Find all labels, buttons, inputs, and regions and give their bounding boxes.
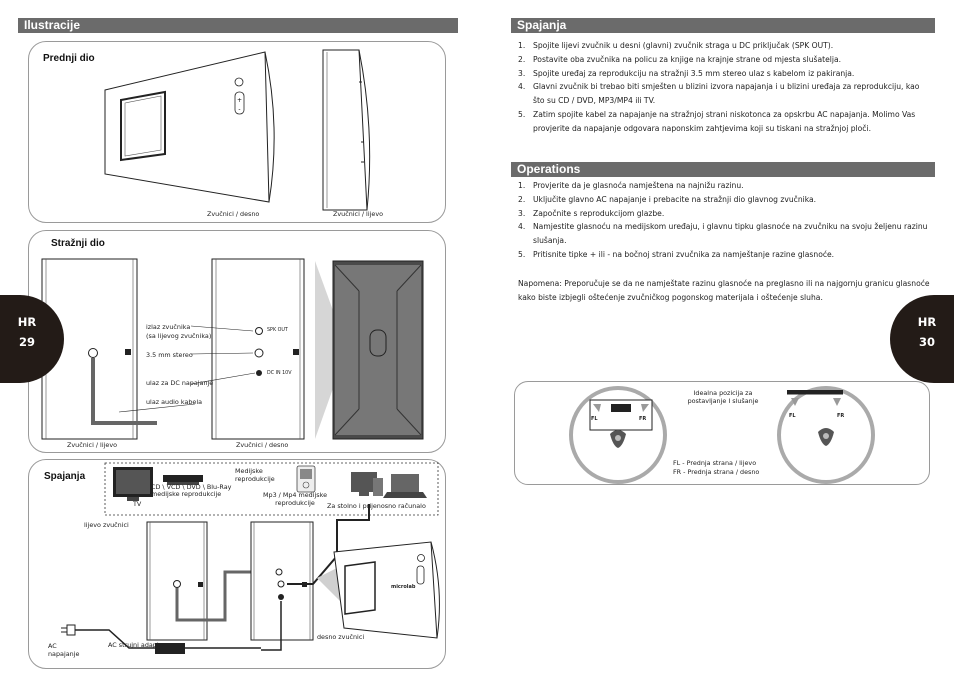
step-text: Postavite oba zvučnika na policu za knji…: [533, 54, 842, 64]
stereo-input-label: 3.5 mm stereo: [146, 351, 193, 359]
operations-header: Operations: [511, 162, 935, 177]
operations-steps-list: 1. Provjerite da je glasnoća namještena n…: [518, 179, 930, 262]
fl-marker-right: FL: [789, 413, 796, 419]
connect-header: Spajanja: [511, 18, 935, 33]
step-item: 2. Postavite oba zvučnika na policu za kn…: [518, 53, 930, 67]
left-speaker-label: lijevo zvučnici: [84, 521, 129, 529]
brand-logo: microlab: [391, 584, 416, 590]
front-view-panel: Prednji dio + - Zvučnici / desno Zvučnic…: [28, 41, 446, 223]
front-view-title: Prednji dio: [43, 53, 95, 64]
illustrations-header: Ilustracije: [18, 18, 458, 33]
connection-panel: Spajanja: [28, 459, 446, 669]
back-speakers-illustration: [41, 258, 424, 440]
step-text: Glavni zvučnik bi trebao biti smješten u…: [533, 82, 920, 106]
back-right-label: Zvučnici / desno: [236, 441, 289, 449]
legend-fl: FL - Prednja strana / lijevo: [673, 459, 757, 467]
legend-fr: FR - Prednja strana / desno: [673, 468, 760, 476]
step-item: 4. Namjestite glasnoću na medijskom uređa…: [518, 220, 930, 248]
step-item: 2. Uključite glavno AC napajanje i prebac…: [518, 193, 930, 207]
step-number: 1.: [518, 41, 526, 50]
step-text: Uključite glavno AC napajanje i prebacit…: [533, 194, 817, 204]
step-number: 2.: [518, 194, 526, 204]
ideal-position-caption: Idealna pozicija za postavljanje I sluša…: [687, 389, 759, 405]
step-text: Pritisnite tipke + ili - na bočnoj stran…: [533, 249, 835, 259]
step-number: 1.: [518, 181, 526, 190]
step-item: 1. Spojite lijevi zvučnik u desni (glavni…: [518, 39, 930, 53]
tv-label: TV: [133, 500, 142, 508]
step-text: Namjestite glasnoću na medijskom uređaju…: [533, 222, 928, 246]
back-view-title: Stražnji dio: [51, 238, 105, 249]
step-number: 5.: [518, 109, 526, 119]
step-text: Spojite lijevi zvučnik u desni (glavni) …: [533, 41, 834, 50]
page-number-right: 30: [918, 334, 935, 349]
step-item: 1. Provjerite da je glasnoća namještena n…: [518, 179, 930, 193]
page-tab-lang: HR: [17, 315, 37, 329]
connection-illustration: [61, 462, 440, 654]
step-item: 4. Glavni zvučnik bi trebao biti smješten…: [518, 80, 930, 108]
back-view-panel: Stražnji dio izlaz zvučnika (sa lij: [28, 230, 446, 453]
front-right-label: Zvučnici / desno: [207, 210, 260, 218]
step-text: Spojite uređaj za reprodukciju na stražn…: [533, 68, 855, 78]
connect-steps-list: 1. Spojite lijevi zvučnik u desni (glavni…: [518, 39, 930, 136]
media-reproduction-label: Medijske reprodukcije: [235, 467, 275, 483]
step-text: Provjerite da je glasnoća namještena na …: [533, 181, 744, 190]
step-text: Započnite s reprodukcijom glazbe.: [533, 208, 665, 218]
speaker-out-sublabel: (sa lijevog zvučnika): [146, 332, 212, 340]
right-speaker-label: desno zvučnici: [317, 633, 365, 641]
fr-marker-left: FR: [639, 416, 647, 422]
page-tab-lang-right: HR: [917, 315, 937, 329]
back-left-label: Zvučnici / lijevo: [67, 441, 118, 449]
speaker-out-label: izlaz zvučnika: [146, 323, 191, 331]
audio-cable-label: ulaz audio kabela: [146, 398, 203, 406]
step-number: 4.: [518, 222, 526, 232]
step-number: 3.: [518, 68, 526, 78]
dc-input-label: ulaz za DC napajanje: [146, 379, 214, 387]
page-tab-30: HR 30: [890, 295, 954, 383]
step-number: 2.: [518, 54, 526, 64]
connection-title: Spajanja: [44, 471, 86, 482]
step-number: 3.: [518, 208, 526, 218]
dc-in-jack-label: DC IN 10V: [267, 371, 292, 376]
ac-adapter-label: AC strujni adapter: [108, 641, 166, 649]
step-item: 5. Zatim spojite kabel za napajanje na st…: [518, 108, 930, 136]
ac-power-label: AC napajanje: [48, 642, 80, 658]
fl-marker-left: FL: [591, 416, 598, 422]
step-item: 5. Pritisnite tipke + ili - na bočnoj str…: [518, 248, 930, 262]
computers-label: Za stolno i prijenosno računalo: [327, 502, 426, 510]
fr-marker-right: FR: [837, 413, 845, 419]
disc-player-label: CD \ VCD \ DVD \ Blu-Ray: [151, 483, 232, 491]
mp3-label: Mp3 / Mp4 medijske reprodukcije: [263, 491, 328, 507]
svg-text:-: -: [238, 106, 240, 113]
placement-panel: FL FR FL FR Idealna pozicija za postavlj…: [514, 381, 930, 485]
media-playback-label: medijske reprodukcije: [151, 490, 222, 498]
step-number: 5.: [518, 249, 526, 259]
spk-out-jack-label: SPK OUT: [267, 328, 288, 333]
svg-text:+: +: [237, 97, 242, 104]
page-number: 29: [18, 334, 35, 349]
step-item: 3. Započnite s reprodukcijom glazbe.: [518, 207, 930, 221]
volume-note-text: Napomena: Preporučuje se da ne namještat…: [518, 279, 930, 302]
step-text: Zatim spojite kabel za napajanje na stra…: [533, 109, 916, 133]
front-left-label: Zvučnici / lijevo: [333, 210, 384, 218]
step-item: 3. Spojite uređaj za reprodukciju na stra…: [518, 67, 930, 81]
front-speakers-illustration: + -: [104, 49, 371, 211]
volume-note: Napomena: Preporučuje se da ne namještat…: [518, 277, 930, 305]
step-number: 4.: [518, 82, 526, 92]
placement-illustration: [569, 386, 875, 484]
